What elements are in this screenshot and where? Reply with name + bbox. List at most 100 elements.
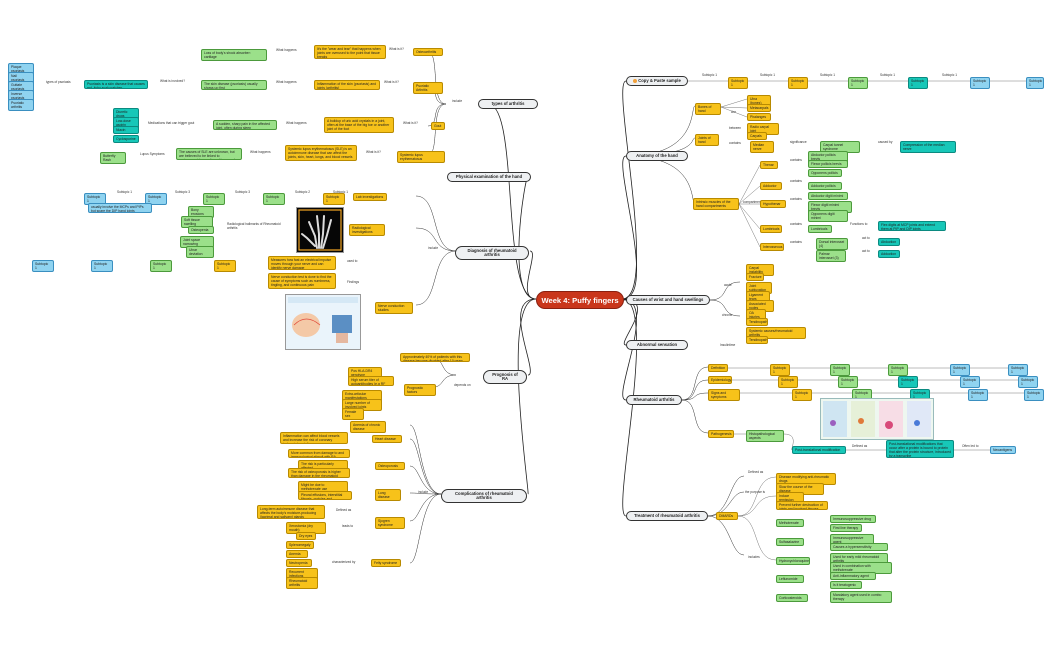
topic-physical-examination[interactable]: Physical examination of the hand xyxy=(447,172,531,182)
topic-prognosis[interactable]: Prognosis of RA xyxy=(483,370,527,384)
node-dmards[interactable]: DMARDs xyxy=(716,512,738,520)
node-heart-item[interactable]: Inflammation can affect blood vessels an… xyxy=(280,432,348,444)
node-subtopic[interactable]: Subtopic 1 xyxy=(203,193,225,205)
node-subtopic[interactable]: Subtopic 1 xyxy=(908,77,928,89)
node-subtopic[interactable]: Subtopic 1 xyxy=(214,260,236,272)
node-psoriasis-form[interactable]: Psoriatic arthritis xyxy=(8,99,34,111)
node-definition[interactable]: Definition xyxy=(708,364,728,372)
node-gout[interactable]: Gout xyxy=(431,122,445,130)
node-subtopic[interactable]: Subtopic 1 xyxy=(848,77,868,89)
topic-causes[interactable]: Causes of wrist and hand swellings xyxy=(626,295,710,305)
node-lumbricals[interactable]: Lumbricals xyxy=(760,225,782,233)
node-subtopic[interactable]: Subtopic 1 xyxy=(970,77,990,89)
node-subtopic[interactable]: Subtopic 1 xyxy=(150,260,172,272)
node-osteo-item[interactable]: More common from damage to and immunolog… xyxy=(288,449,350,458)
node-signs-symptoms[interactable]: Signs and symptoms xyxy=(708,389,740,401)
node-chronic-cause[interactable]: Tendinopathy xyxy=(746,318,768,326)
node-median-nerve[interactable]: Median nerve xyxy=(750,141,774,153)
node-drug[interactable]: Sulfasalazine xyxy=(776,538,804,546)
node-rad-item[interactable]: Osteopenia xyxy=(188,226,214,234)
node-subtopic[interactable]: Subtopic 1 xyxy=(960,376,980,388)
node-lumbrical-function[interactable]: Flex digits at MCP joints and extend the… xyxy=(878,221,946,231)
node-heart-disease[interactable]: Heart disease xyxy=(372,435,402,443)
node-factor[interactable]: Female sex xyxy=(342,408,364,420)
node-interosseous[interactable]: Interosseous xyxy=(760,243,784,251)
node-subtopic[interactable]: Subtopic 1 xyxy=(1026,77,1044,89)
node-felty-item[interactable]: Neutropenia xyxy=(286,559,312,567)
node-subtopic[interactable]: Subtopic 1 xyxy=(1008,364,1028,376)
node-subtopic[interactable]: Subtopic 1 xyxy=(888,364,908,376)
node-muscle[interactable]: Flexor pollicis brevis xyxy=(808,160,848,168)
topic-anatomy[interactable]: Anatomy of the hand xyxy=(626,151,688,161)
node-butterfly-rash[interactable]: Butterfly Rash xyxy=(100,152,126,164)
node-drug-fact[interactable]: Anti-inflammatory agent xyxy=(830,572,876,580)
node-felty[interactable]: Felty syndrome xyxy=(371,559,401,567)
node-muscle[interactable]: Opponens digiti minimi xyxy=(808,210,848,222)
node-median-compression[interactable]: Compression of the median nerve xyxy=(900,141,956,153)
node-subtopic[interactable]: Subtopic 1 xyxy=(898,376,918,388)
node-psoriasis-note[interactable]: Psoriasis is a skin disease that causes … xyxy=(84,80,148,89)
node-subtopic[interactable]: Subtopic 1 xyxy=(830,364,850,376)
node-pathogenesis[interactable]: Pathogenesis xyxy=(708,430,734,438)
node-joints-of-hand[interactable]: Joints of hand xyxy=(695,134,719,146)
node-subtopic[interactable]: Subtopic 1 xyxy=(968,389,988,401)
node-subtopic[interactable]: Subtopic 1 xyxy=(32,260,54,272)
node-lung-item[interactable]: Pleural effusions, interstitial fibrosis… xyxy=(298,491,352,500)
node-neoantigens[interactable]: Neoantigens xyxy=(990,446,1016,454)
node-psa-happen[interactable]: The skin disease (psoriasis) usually sho… xyxy=(201,80,267,90)
node-drug[interactable]: Methotrexate xyxy=(776,519,804,527)
node-subtopic[interactable]: Subtopic 1 xyxy=(778,376,798,388)
node-subtopic[interactable]: Subtopic 1 xyxy=(788,77,808,89)
node-acute-cause[interactable]: Fracture xyxy=(746,273,764,281)
node-subtopic[interactable]: Subtopic 1 xyxy=(145,193,167,205)
node-prognosis-approx[interactable]: Approximately 40% of patients with this … xyxy=(400,353,470,362)
node-muscle[interactable]: Lumbricals xyxy=(808,225,832,233)
node-bone[interactable]: Phalanges xyxy=(747,113,771,121)
node-adduction[interactable]: Adduction xyxy=(878,250,900,258)
node-adductor[interactable]: Adductor xyxy=(760,182,782,190)
node-histopathology[interactable]: Histopathological aspects xyxy=(746,430,784,442)
node-drug[interactable]: Leflunomide xyxy=(776,575,804,583)
node-drug-fact[interactable]: Immunosuppressive drug xyxy=(830,515,876,523)
node-intrinsic-muscles[interactable]: Intrinsic muscles of the hand compartmen… xyxy=(693,198,739,210)
node-oa-happen[interactable]: Loss of body's shock absorber: cartilage xyxy=(201,49,267,61)
node-nerve-description[interactable]: Measures how fast an electrical impulse … xyxy=(268,256,336,270)
node-thenar[interactable]: Thenar xyxy=(760,161,778,169)
node-subtopic[interactable]: Subtopic 1 xyxy=(323,193,345,205)
node-sle[interactable]: Systemic lupus erythematosus xyxy=(397,151,445,163)
node-psoriatic-arthritis[interactable]: Psoriatic Arthritis xyxy=(413,82,443,94)
node-nerve-note[interactable]: Nerve conduction test is done to find th… xyxy=(268,273,336,289)
node-sle-description[interactable]: Systemic lupus erythematosus (SLE) is an… xyxy=(285,145,357,161)
node-chronic-cause[interactable]: Tendinopathy xyxy=(746,336,768,344)
node-lung-item[interactable]: The risk of osteoporosis is higher than … xyxy=(288,468,350,478)
node-felty-item[interactable]: Anemia xyxy=(286,550,308,558)
node-bones-of-hand[interactable]: Bones of hand xyxy=(695,103,721,115)
node-rad-item[interactable]: Ulnar deviation xyxy=(186,246,214,258)
node-subtopic[interactable]: Subtopic 1 xyxy=(263,193,285,205)
node-osteoporosis[interactable]: Osteoporosis xyxy=(375,462,405,470)
node-abduction[interactable]: Abduction xyxy=(878,238,900,246)
node-felty-item[interactable]: Rheumatoid arthritis xyxy=(286,577,318,589)
node-muscle[interactable]: Opponens pollicis xyxy=(808,169,842,177)
node-interossei[interactable]: Palmar interossei (3) xyxy=(816,250,846,262)
topic-diagnosis[interactable]: Diagnosis of rheumatoid arthritis xyxy=(455,246,529,260)
node-muscle[interactable]: Abductor digiti minimi xyxy=(808,192,848,200)
node-subtopic[interactable]: Subtopic 1 xyxy=(728,77,748,89)
node-gout-med[interactable]: Niacin xyxy=(113,126,139,134)
node-drug[interactable]: Hydroxychloroquine xyxy=(776,557,810,565)
node-drug-fact[interactable]: First line therapy xyxy=(830,524,862,532)
node-ptm-definition[interactable]: Post-translational modifications that oc… xyxy=(886,440,954,458)
topic-types-of-arthritis[interactable]: types of arthritis xyxy=(478,99,538,109)
node-gout-med[interactable]: Cyclosporine xyxy=(113,135,139,143)
node-drug-fact[interactable]: Causes a hypersensitivity xyxy=(830,543,888,551)
node-sle-happen[interactable]: The causes of SLE are unknown, but are b… xyxy=(176,148,242,160)
topic-complications[interactable]: Complications of rheumatoid arthritis xyxy=(441,489,527,503)
node-osteoarthritis[interactable]: Osteoarthritis xyxy=(413,48,443,56)
node-heart-item[interactable]: Anemia of chronic disease xyxy=(350,421,386,433)
node-purpose[interactable]: Prevent further destruction of joints an… xyxy=(776,501,828,510)
node-joint[interactable]: Carpals xyxy=(747,132,767,140)
node-sjogren[interactable]: Sjogren syndrome xyxy=(375,517,405,529)
node-lab-investigations[interactable]: Lab investigations xyxy=(353,193,387,201)
node-prognostic-factors[interactable]: Prognostic factors xyxy=(404,384,436,396)
topic-copy-paste[interactable]: Copy & Paste sample xyxy=(626,76,688,87)
